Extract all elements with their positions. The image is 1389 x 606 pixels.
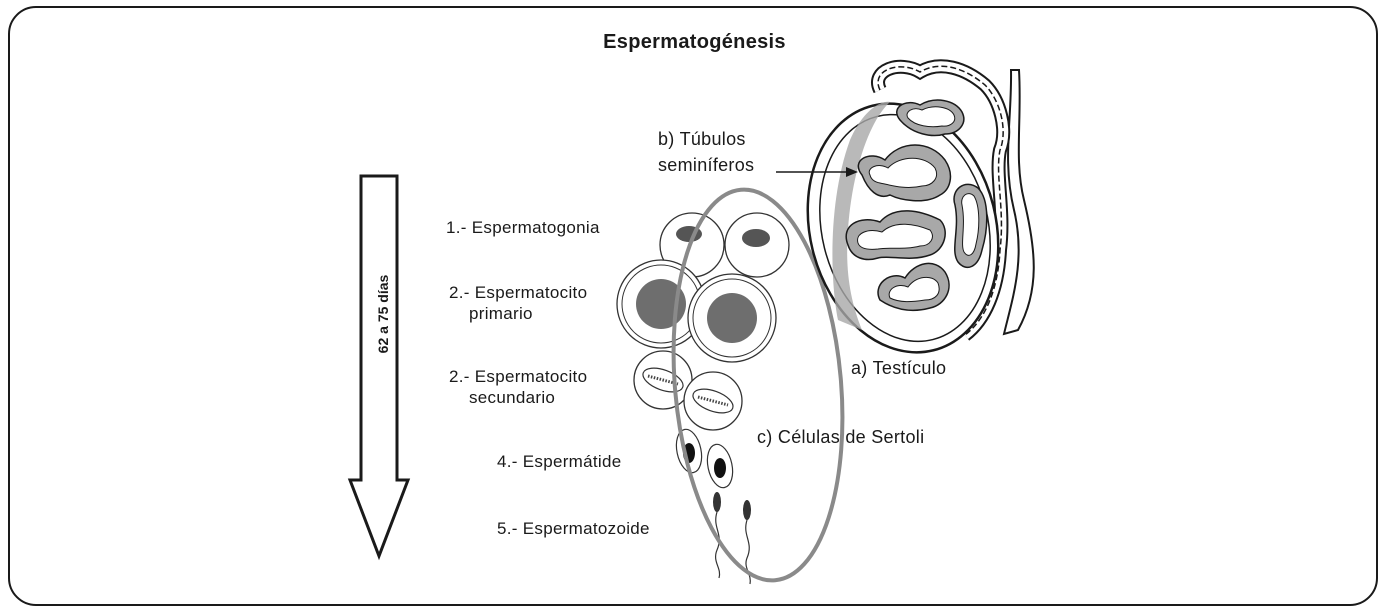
- spermatozoon-head: [743, 500, 751, 520]
- primary-spermatocyte-nucleus: [707, 293, 757, 343]
- label-espermatozoide: 5.- Espermatozoide: [497, 518, 650, 539]
- time-arrow: [350, 176, 408, 556]
- secondary-spermatocyte-cells: [634, 351, 742, 430]
- label-espermatogonia: 1.- Espermatogonia: [446, 217, 600, 238]
- label-espermatocito-primario-line2: primario: [469, 303, 533, 324]
- spermatozoon-tail: [716, 512, 720, 578]
- testis-illustration: [782, 66, 1033, 372]
- diagram-canvas: [0, 0, 1389, 590]
- spermatogonia-nucleus: [742, 229, 770, 247]
- label-tubulos-line1: b) Túbulos: [658, 129, 746, 150]
- label-espermatide: 4.- Espermátide: [497, 451, 622, 472]
- label-espermatocito-secundario-line2: secundario: [469, 387, 555, 408]
- label-espermatocito-primario-line1: 2.- Espermatocito: [449, 282, 587, 303]
- label-celulas-sertoli: c) Células de Sertoli: [757, 427, 924, 448]
- label-espermatocito-secundario-line1: 2.- Espermatocito: [449, 366, 587, 387]
- spermatozoon-head: [713, 492, 721, 512]
- time-arrow-label: 62 a 75 días: [375, 274, 391, 354]
- label-tubulos-line2: seminíferos: [658, 155, 754, 176]
- spermatid-nucleus: [714, 458, 726, 478]
- spermatic-cord: [1004, 70, 1034, 334]
- label-testiculo: a) Testículo: [851, 358, 946, 379]
